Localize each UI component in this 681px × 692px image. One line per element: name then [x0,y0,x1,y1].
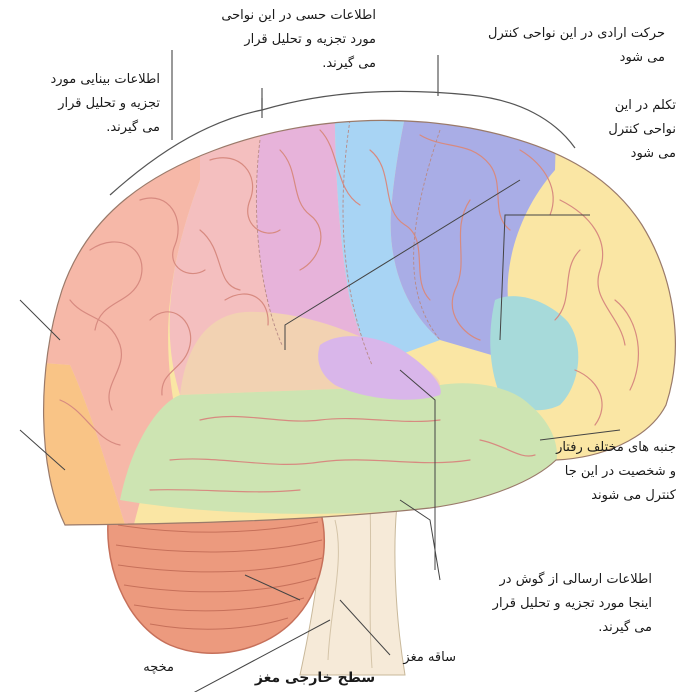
label-cerebellum: مخچه [124,656,174,680]
label-speech: تکلم در این نواحی کنترل می شود [568,94,676,166]
caption: سطح خارجی مغز [240,666,390,690]
label-visual: اطلاعات بینایی مورد تجزیه و تحلیل قرار م… [8,68,160,140]
label-personality: جنبه های مختلف رفتار و شخصیت در این جا ک… [510,436,676,508]
label-brainstem: ساقه مغز [386,646,456,670]
label-motor: حرکت ارادی در این نواحی کنترل می شود [425,22,665,70]
label-hearing: اطلاعات ارسالی از گوش در اینجا مورد تجزی… [440,568,652,640]
label-sensory: اطلاعات حسی در این نواحی مورد تجزیه و تح… [180,4,376,76]
cerebellum [108,502,324,653]
